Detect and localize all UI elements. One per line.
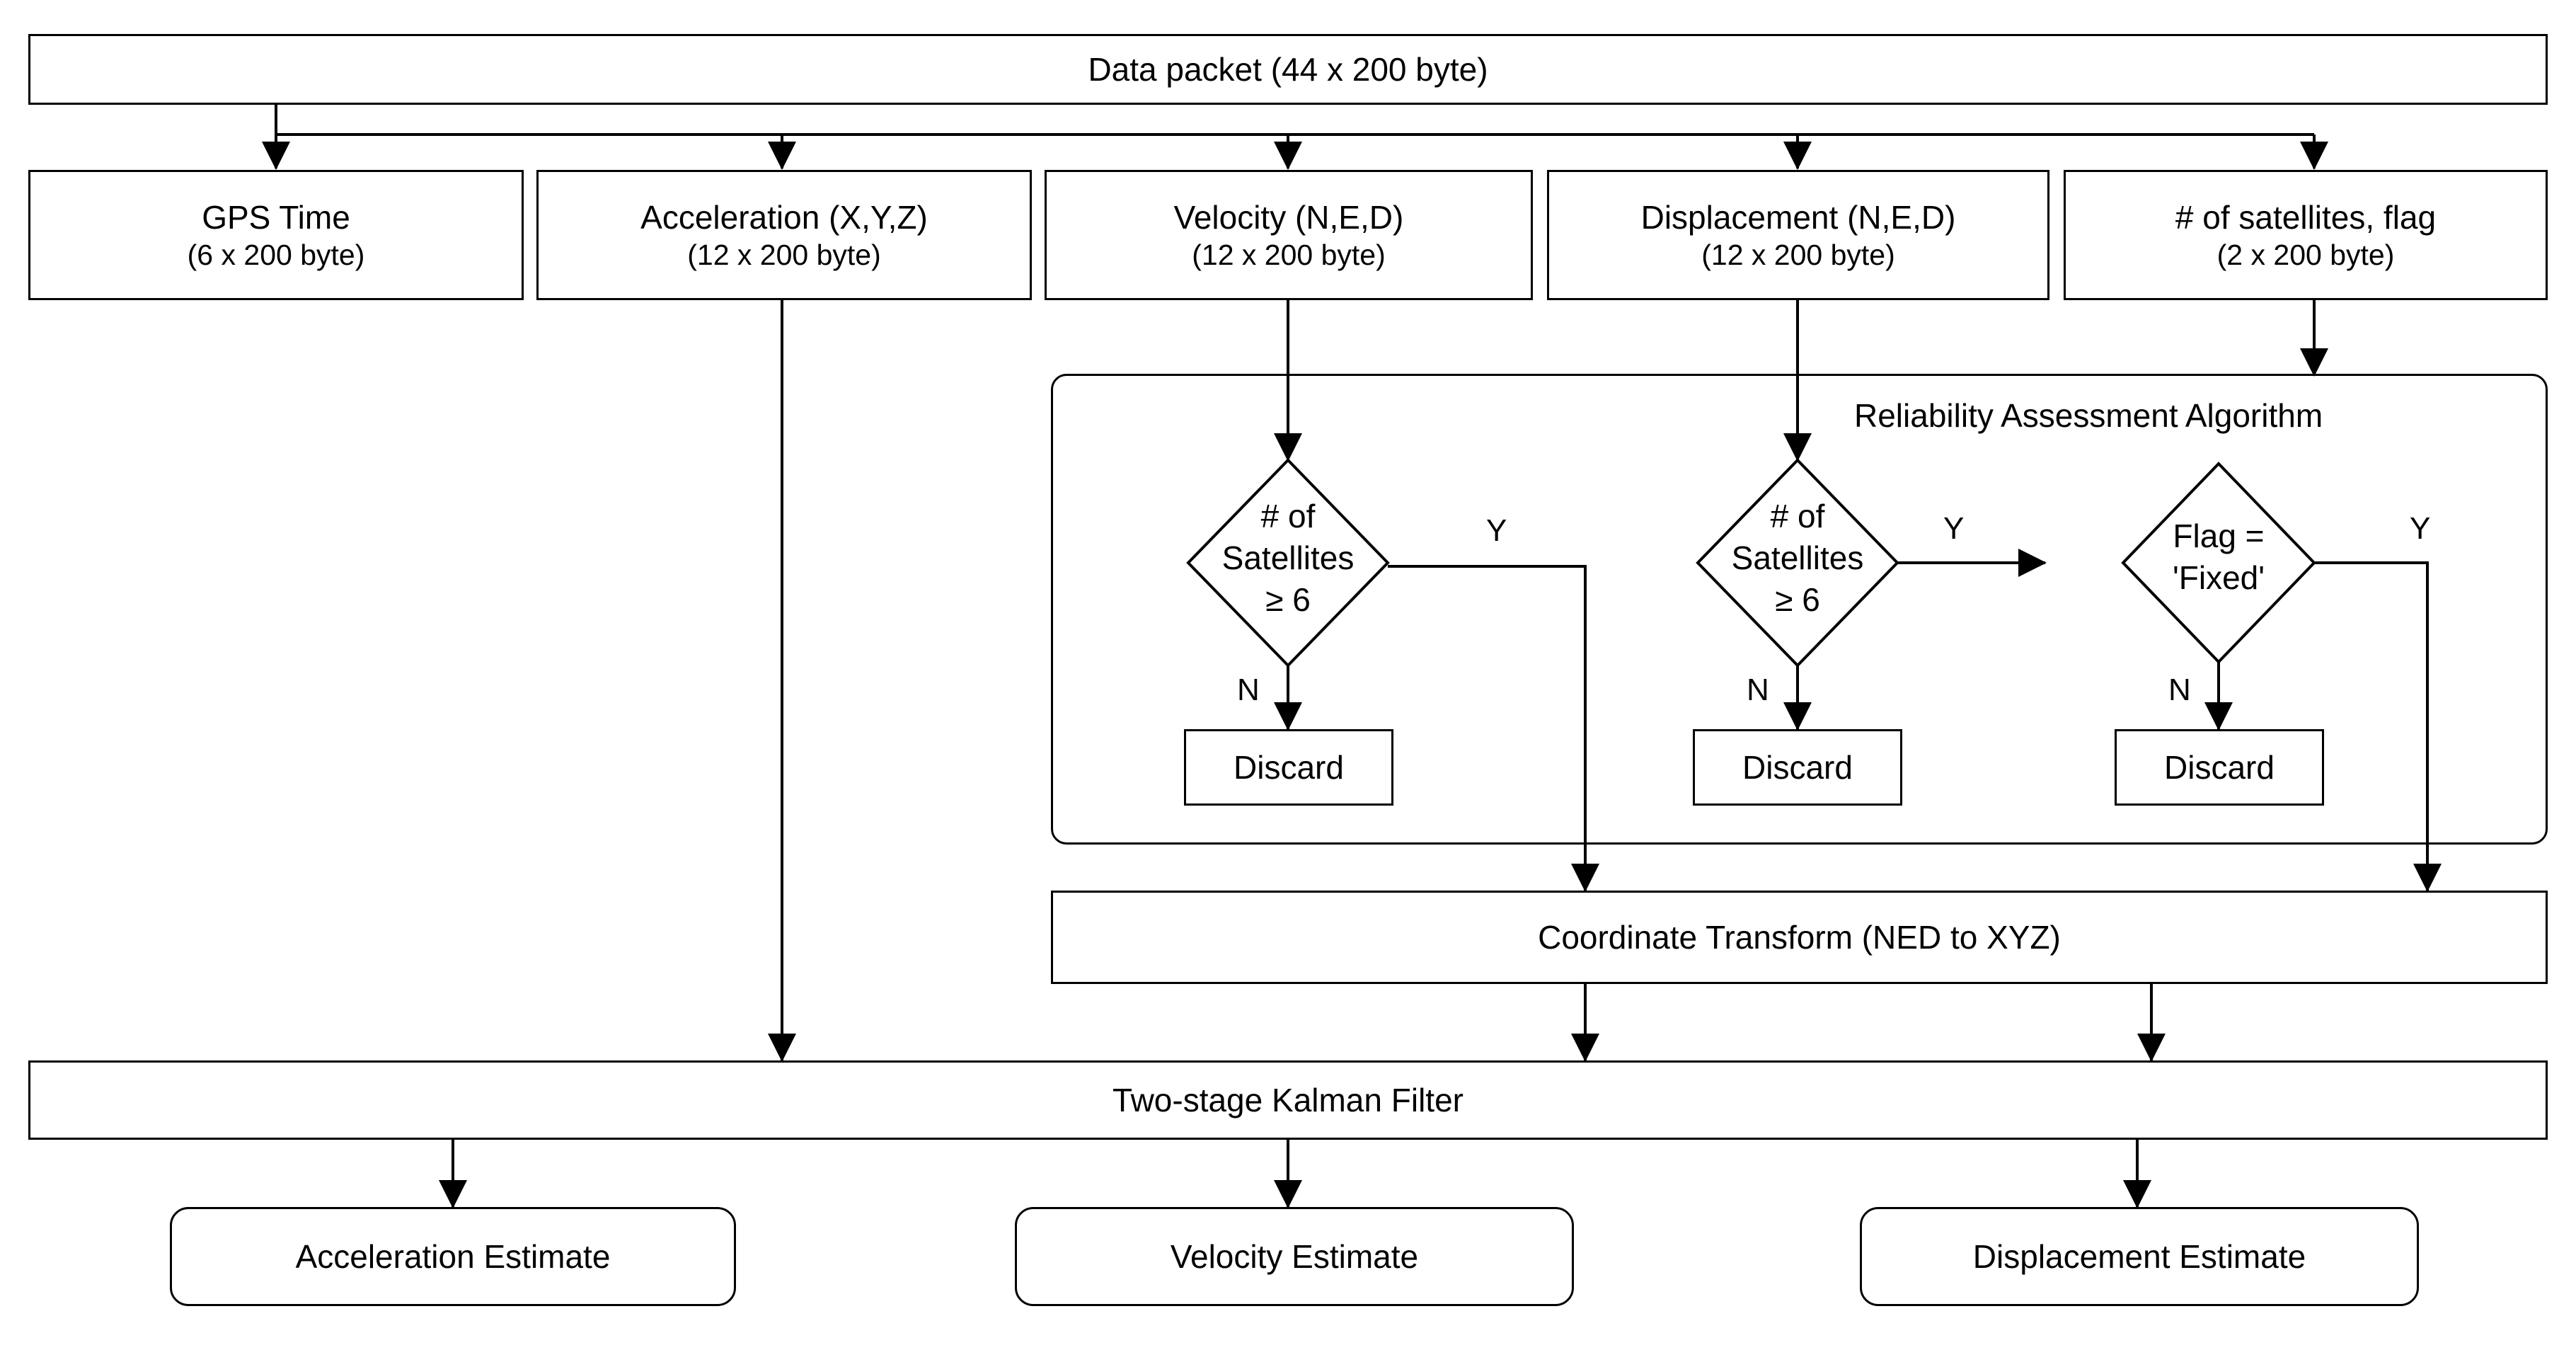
node-displacement[interactable]: Displacement (N,E,D) (12 x 200 byte) [1547, 170, 2049, 300]
decision-sat-check-displacement-label: # of Satellites ≥ 6 [1731, 498, 1864, 618]
node-discard-1[interactable]: Discard [1184, 729, 1393, 806]
branch-label-no-3: N [2168, 673, 2191, 707]
node-acceleration[interactable]: Acceleration (X,Y,Z) (12 x 200 byte) [536, 170, 1032, 300]
node-coordinate-transform[interactable]: Coordinate Transform (NED to XYZ) [1051, 891, 2548, 984]
branch-label-yes-1: Y [1486, 513, 1507, 548]
node-kalman-filter-label: Two-stage Kalman Filter [1112, 1081, 1464, 1119]
node-data-packet[interactable]: Data packet (44 x 200 byte) [28, 34, 2548, 105]
node-satellites-flag-line2: (2 x 200 byte) [2216, 239, 2395, 272]
branch-label-yes-2: Y [1943, 511, 1965, 546]
node-kalman-filter[interactable]: Two-stage Kalman Filter [28, 1060, 2548, 1140]
group-reliability-assessment-label: Reliability Assessment Algorithm [1854, 397, 2323, 434]
node-velocity-estimate-label: Velocity Estimate [1170, 1237, 1419, 1275]
node-velocity-line2: (12 x 200 byte) [1192, 239, 1386, 272]
node-velocity-estimate[interactable]: Velocity Estimate [1015, 1207, 1574, 1306]
node-acceleration-line1: Acceleration (X,Y,Z) [640, 198, 928, 236]
node-discard-2[interactable]: Discard [1693, 729, 1902, 806]
node-gps-time[interactable]: GPS Time (6 x 200 byte) [28, 170, 524, 300]
node-gps-time-line2: (6 x 200 byte) [187, 239, 365, 272]
decision-flag-check-label: Flag = 'Fixed' [2172, 517, 2265, 596]
node-acceleration-estimate-label: Acceleration Estimate [295, 1237, 611, 1275]
node-velocity[interactable]: Velocity (N,E,D) (12 x 200 byte) [1045, 170, 1533, 300]
node-coordinate-transform-label: Coordinate Transform (NED to XYZ) [1538, 918, 2061, 956]
node-displacement-line2: (12 x 200 byte) [1701, 239, 1895, 272]
node-discard-3-label: Discard [2164, 748, 2275, 786]
node-gps-time-line1: GPS Time [202, 198, 350, 236]
node-data-packet-label: Data packet (44 x 200 byte) [1088, 50, 1488, 88]
node-displacement-line1: Displacement (N,E,D) [1640, 198, 1956, 236]
branch-label-no-2: N [1747, 673, 1769, 707]
node-displacement-estimate-label: Displacement Estimate [1972, 1237, 2306, 1275]
node-discard-2-label: Discard [1742, 748, 1853, 786]
node-satellites-flag[interactable]: # of satellites, flag (2 x 200 byte) [2064, 170, 2548, 300]
branch-label-no-1: N [1237, 673, 1260, 707]
group-reliability-assessment [1051, 374, 2548, 845]
decision-sat-check-velocity-label: # of Satellites ≥ 6 [1221, 498, 1355, 618]
node-velocity-line1: Velocity (N,E,D) [1173, 198, 1404, 236]
node-satellites-flag-line1: # of satellites, flag [2175, 198, 2437, 236]
node-acceleration-line2: (12 x 200 byte) [687, 239, 881, 272]
node-discard-3[interactable]: Discard [2115, 729, 2324, 806]
node-acceleration-estimate[interactable]: Acceleration Estimate [170, 1207, 736, 1306]
branch-label-yes-3: Y [2410, 511, 2431, 546]
node-displacement-estimate[interactable]: Displacement Estimate [1860, 1207, 2419, 1306]
node-discard-1-label: Discard [1234, 748, 1344, 786]
